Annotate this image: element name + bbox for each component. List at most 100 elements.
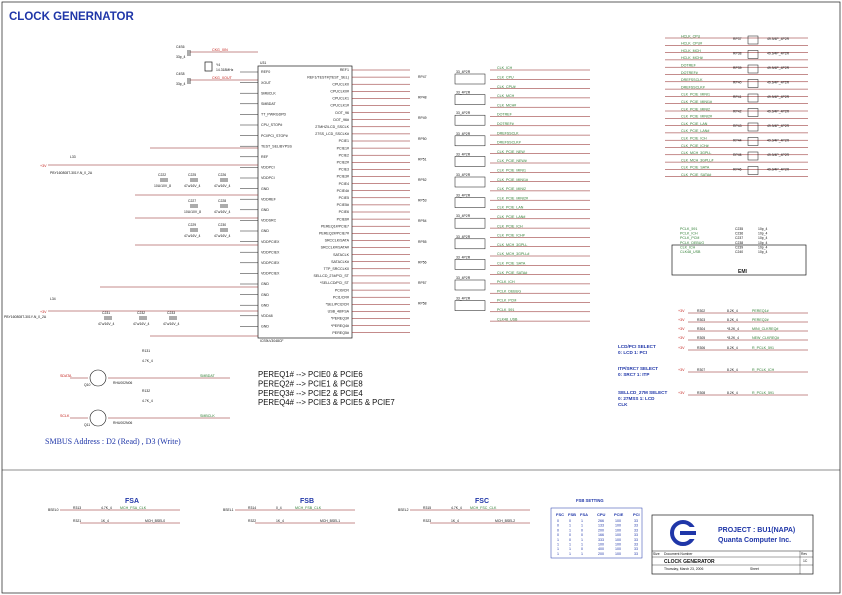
- fsb-cell: 0: [557, 528, 559, 532]
- termination-net-label: CLK_PCIE_ICH: [681, 137, 707, 141]
- termination-rp-value: 49.9/4P_4P2R: [767, 124, 790, 128]
- inductor-l34-ref: L34: [50, 297, 56, 301]
- emi-cap-ref: C239: [735, 245, 743, 249]
- document-title: CLOCK GENERATOR: [664, 559, 715, 565]
- inductor-l33-ref: L33: [70, 155, 76, 159]
- right-pin-label: PCIE4#: [337, 189, 349, 193]
- fs-rbot-value: 1K_4: [101, 519, 109, 523]
- left-pin-label: CPU_STOP#: [261, 123, 282, 127]
- fsb-cell: 1: [569, 543, 571, 547]
- termination-rp-package: [747, 79, 759, 88]
- cap-value: 10U/10V_8: [154, 184, 171, 188]
- termination-rp-ref: RP39: [733, 66, 742, 70]
- termination-net-label: HCLK_CPU: [681, 34, 701, 38]
- fsb-header: FSC: [556, 512, 564, 517]
- fsb-cell: 33: [634, 524, 638, 528]
- pereq-note: PEREQ3# --> PCIE2 & PCIE4: [258, 389, 363, 398]
- pull-power: +3V: [678, 309, 685, 313]
- output-net-label: CLK_PCIE_MINI1#: [497, 178, 528, 182]
- pull-value: 8.2K_4: [727, 318, 738, 322]
- left-pin-label: GND: [261, 325, 269, 329]
- fs-bsel-net: BSEL0: [48, 508, 59, 512]
- right-pin-label: PCIE3: [339, 168, 349, 172]
- cap-ref: C226: [218, 173, 226, 177]
- termination-net-label: DOTREF#: [681, 71, 698, 75]
- right-pin-label: PCIE1: [339, 139, 349, 143]
- termination-rp-value: 49.9/4P_4P2R: [767, 52, 790, 56]
- right-pin-label: TTP_SRCCLK0: [324, 267, 349, 271]
- fsb-header: PCIE: [614, 512, 624, 517]
- right-pin-label: SATACLK#: [331, 260, 349, 264]
- output-net-label: CLK_ICH: [497, 66, 513, 70]
- left-pin-label: VDDPCI: [261, 166, 275, 170]
- fsb-cell: 1: [569, 547, 571, 551]
- right-pin-label: SRCCLK#/SATA#: [321, 246, 349, 250]
- termination-net-label: DREFSSCLK: [681, 78, 703, 82]
- rp-package: [454, 135, 486, 147]
- right-pin-label: DOT_96#: [333, 118, 349, 122]
- fsb-cell: 33: [634, 538, 638, 542]
- termination-net-label: CLK_PCIE_SATA#: [681, 173, 711, 177]
- emi-net: PCLK_591: [680, 227, 697, 231]
- emi-cap-ref: C240: [735, 250, 743, 254]
- rp-package: [454, 259, 486, 270]
- left-pin-label: VDD48: [261, 314, 273, 318]
- power-net-3v-top: +3V: [40, 164, 47, 168]
- fsb-cell: 266: [598, 519, 604, 523]
- output-net-label: DOTREF: [497, 113, 513, 117]
- mosfet-net-in: SCLK: [60, 414, 70, 418]
- fs-rbot-ref: R321: [73, 519, 81, 523]
- select-note-line: 0: SRC7 1: ITP: [618, 372, 649, 377]
- pull-net: MINI_CLKREQ#: [752, 327, 778, 331]
- fsb-cell: 0: [569, 533, 571, 537]
- rp-package: [454, 156, 486, 167]
- rp-ref: RP56: [418, 260, 427, 264]
- right-pin-label: PCIE3#: [337, 175, 349, 179]
- right-pin-label: 27MHZ/LCD_SSCLK: [315, 125, 349, 129]
- decoupling-caps: C22210U/10V_8C22547u/16V_4C22647u/16V_4C…: [98, 173, 231, 326]
- left-pin-label: TT_PWRGDPD: [261, 113, 287, 117]
- left-pin-label: XOUT: [261, 81, 272, 85]
- emi-cap-value: 10p_4: [758, 236, 768, 240]
- fsb-cell: 1: [581, 519, 583, 523]
- rp-ref: RP50: [418, 137, 427, 141]
- emi-box: [671, 244, 807, 276]
- output-net-label: CLK_PCIE_NEW: [497, 150, 525, 154]
- rp-value: 33_4P2R: [456, 70, 471, 74]
- termination-net-label: CLK_PCIE_LAN: [681, 122, 708, 126]
- crystal-cap2-val: 33p_4: [176, 82, 186, 86]
- emi-cap-value: 10p_4: [758, 250, 768, 254]
- left-pin-label: VDDPCIEX: [261, 240, 280, 244]
- fsb-cell: 100: [615, 543, 621, 547]
- termination-rp-package: [747, 166, 759, 175]
- output-net-label: PCLK_DEBUG: [497, 289, 521, 293]
- output-net-label: CLK_MCH: [497, 94, 515, 98]
- rp-ref: RP48: [418, 96, 427, 100]
- rp-ref: RP51: [418, 157, 427, 161]
- cap-ref: C227: [188, 199, 196, 203]
- fs-rtop-ref: R314: [248, 506, 256, 510]
- termination-rp-package: [747, 93, 759, 103]
- fsb-table-frame: [550, 507, 643, 559]
- output-net-label: PCLK_591: [497, 308, 514, 312]
- fsb-cell: 0: [557, 533, 559, 537]
- crystal-cap2-ref: C4S8: [176, 72, 185, 76]
- pull-power: +3V: [678, 327, 685, 331]
- termination-rp-value: 49.9/4P_4P2R: [767, 66, 790, 70]
- termination-rp-package: [747, 122, 759, 132]
- cap-value: 47u/16V_4: [184, 184, 201, 188]
- termination-rp-value: 49.9/4P_4P2R: [767, 110, 790, 114]
- termination-net-label: HCLK_MCH#: [681, 56, 703, 60]
- rp-value: 33_4P2R: [456, 276, 471, 280]
- fs-out-net: MCH_BSEL2: [495, 519, 515, 523]
- crystal-circuit: Y4 14.318MHz CKG_XIN CKG_XOUT C4S6 C4S8 …: [176, 45, 258, 86]
- crystal-value: 14.318MHz: [216, 68, 234, 72]
- cap-ref: C222: [158, 173, 166, 177]
- fsb-header: FSB: [568, 512, 576, 517]
- rp-value: 33_4P2R: [456, 152, 471, 156]
- termination-net-label: HCLK_CPU#: [681, 42, 702, 46]
- emi-net: PCLK_ICH: [680, 232, 698, 236]
- mosfet-part: RHU002N06: [113, 381, 132, 385]
- fsb-cell: 33: [634, 543, 638, 547]
